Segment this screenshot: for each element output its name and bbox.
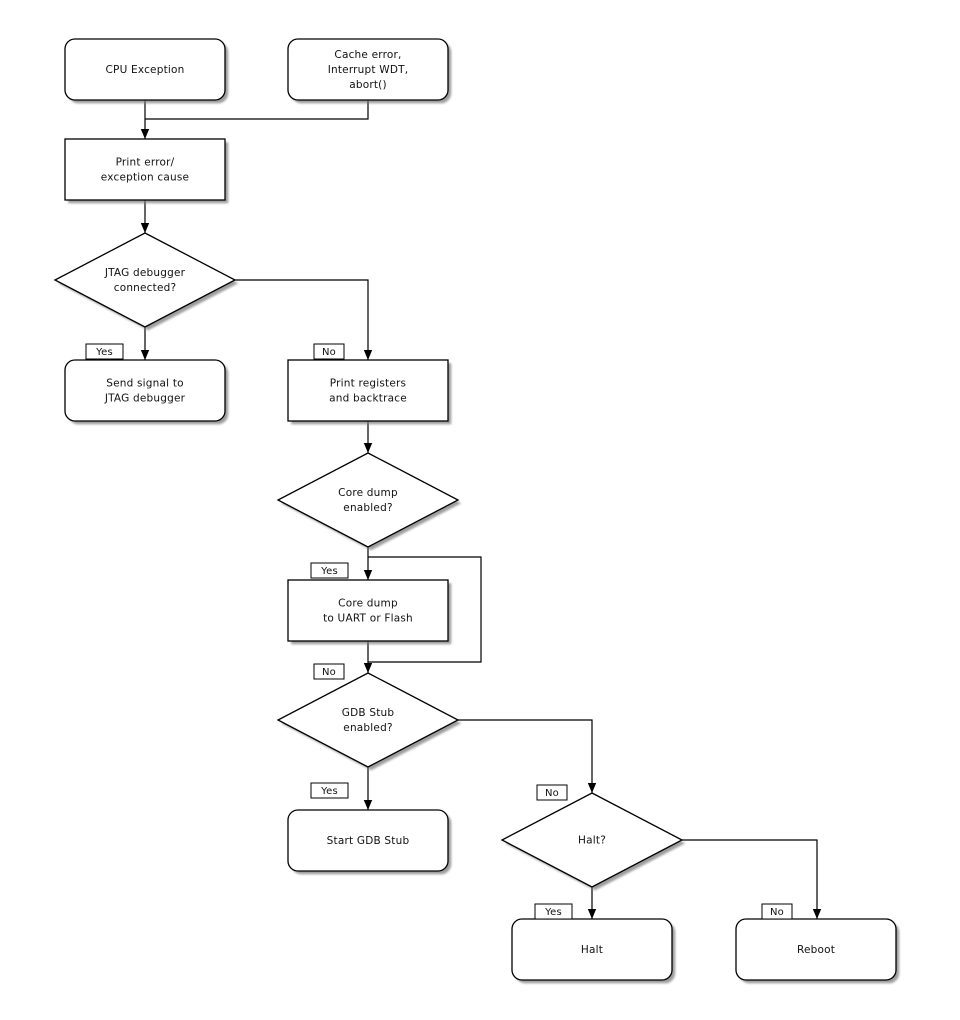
node-label-line: Send signal to <box>106 378 184 390</box>
arrowhead-halt-yes <box>587 909 597 919</box>
edge-core-dump-no-bypass <box>368 556 482 663</box>
arrowhead-core-dump-yes <box>363 570 373 580</box>
edge-label-jtag-yes-label: Yes <box>85 343 124 360</box>
node-label-line: Interrupt WDT, <box>328 64 409 76</box>
node-shape-rounded <box>287 809 449 872</box>
node-shape-diamond <box>276 452 460 548</box>
node-shape-rounded <box>64 38 226 101</box>
node-label-line: JTAG debugger <box>104 393 186 405</box>
node-shape-diamond <box>53 232 237 328</box>
node-shape-rounded <box>64 359 226 422</box>
node-shape-diamond <box>500 792 684 888</box>
edge-layer <box>140 100 822 919</box>
node-shape-rect <box>287 359 449 422</box>
arrowhead-jtag-yes-to-send-signal <box>140 350 150 360</box>
node-gdb-stub-enabled: GDB Stub enabled? <box>276 672 462 771</box>
edge-label-box <box>534 903 573 920</box>
edge-halt-no-to-reboot <box>682 839 818 919</box>
edge-label-reboot-no-label: No <box>761 903 793 920</box>
edge-label-text: No <box>322 347 336 358</box>
edge-label-text: No <box>770 907 784 918</box>
arrowhead-print-error-to-jtag <box>140 223 150 233</box>
arrowhead-cpu-to-print-error <box>140 129 150 139</box>
node-print-registers: Print registers and backtrace <box>287 359 452 425</box>
node-label-line: GDB Stub <box>342 707 395 719</box>
edge-label-box <box>313 343 345 360</box>
edge-label-box <box>85 343 124 360</box>
edge-label-box <box>310 782 349 799</box>
edge-label-box <box>310 562 349 579</box>
edge-label-gdb-stub-no-label: No <box>313 663 345 680</box>
node-start-gdb-stub: Start GDB Stub <box>287 809 452 875</box>
node-jtag-connected: JTAG debugger connected? <box>53 232 239 331</box>
arrowhead-gdb-stub-no-to-halt <box>587 783 597 793</box>
node-label-line: connected? <box>114 282 177 294</box>
node-label-line: JTAG debugger <box>104 267 186 279</box>
node-print-error: Print error/exception cause <box>64 138 229 204</box>
node-label-line: to UART or Flash <box>323 613 413 625</box>
node-core-dump: Core dump to UART or Flash <box>287 579 452 645</box>
edge-label-box <box>313 663 345 680</box>
edge-label-halt-yes-label: Yes <box>534 903 573 920</box>
edge-label-text: Yes <box>95 347 113 358</box>
node-label-line: Print registers <box>330 378 406 390</box>
node-core-dump-enabled: Core dump enabled? <box>276 452 462 551</box>
edge-label-text: No <box>322 667 336 678</box>
node-halt: Halt <box>511 918 676 984</box>
node-label-line: Print error/ <box>116 157 175 169</box>
edge-gdb-stub-no-to-halt <box>458 719 593 793</box>
node-cpu-exception: CPU Exception <box>64 38 229 104</box>
node-shape-diamond <box>276 672 460 768</box>
node-label-line: Start GDB Stub <box>327 835 410 847</box>
node-label-line: enabled? <box>343 722 392 734</box>
node-label-line: exception cause <box>101 172 189 184</box>
node-label-line: Reboot <box>797 944 835 956</box>
node-halt-question: Halt? <box>500 792 686 891</box>
node-label-line: and backtrace <box>329 393 407 405</box>
node-shape-rounded <box>735 918 897 981</box>
edge-label-box <box>761 903 793 920</box>
edge-label-text: Yes <box>320 566 338 577</box>
node-shape-rounded <box>287 38 449 101</box>
node-label-line: Halt? <box>578 835 606 847</box>
node-reboot: Reboot <box>735 918 900 984</box>
edge-label-core-dump-yes-label: Yes <box>310 562 349 579</box>
node-shape-rect <box>64 138 226 201</box>
edge-label-text: Yes <box>544 907 562 918</box>
edge-cache-error-merge <box>145 100 369 120</box>
arrowhead-jtag-no-to-print-registers <box>363 350 373 360</box>
edge-label-halt-no-label: No <box>536 784 568 801</box>
node-label-line: Cache error, <box>334 49 401 61</box>
node-label-line: abort() <box>349 79 387 91</box>
node-shape-rect <box>287 579 449 642</box>
edge-label-jtag-no-label: No <box>313 343 345 360</box>
node-label-line: enabled? <box>343 502 392 514</box>
node-label-line: Halt <box>581 944 603 956</box>
node-shape-rounded <box>511 918 673 981</box>
node-cache-error: Cache error, Interrupt WDT, abort() <box>287 38 452 104</box>
node-label-line: Core dump <box>338 598 398 610</box>
node-label-line: Core dump <box>338 487 398 499</box>
node-label-line: CPU Exception <box>106 64 185 76</box>
edge-label-box <box>536 784 568 801</box>
arrowhead-halt-no-to-reboot <box>812 909 822 919</box>
edge-label-text: Yes <box>320 786 338 797</box>
arrowhead-gdb-stub-yes <box>363 800 373 810</box>
node-send-signal: Send signal to JTAG debugger <box>64 359 229 425</box>
edge-jtag-no-to-print-registers <box>235 279 369 360</box>
node-layer: CPU Exception Cache error, Interrupt WDT, a… <box>53 38 900 984</box>
arrowhead-print-registers-to-core <box>363 443 373 453</box>
arrowhead-core-dump-to-gdb-stub <box>363 663 373 673</box>
edge-label-text: No <box>545 788 559 799</box>
edge-label-gdb-stub-yes-label: Yes <box>310 782 349 799</box>
